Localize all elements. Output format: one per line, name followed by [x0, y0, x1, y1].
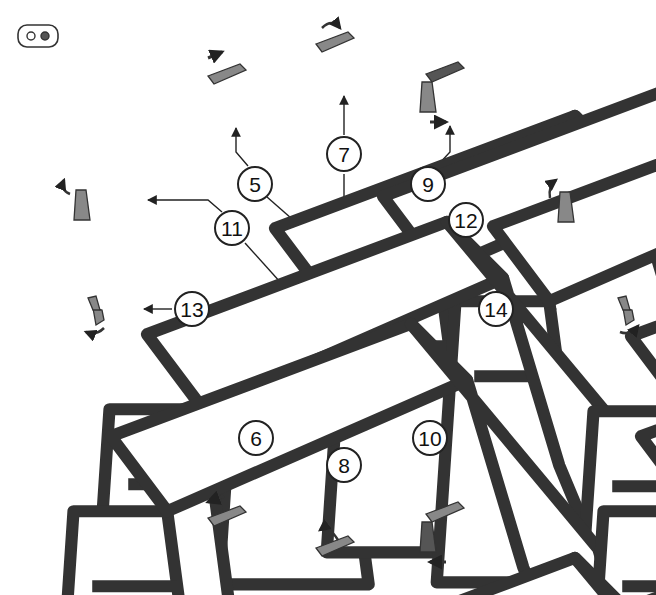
callout-number: 6	[238, 420, 274, 456]
callout-text: 13	[180, 299, 203, 320]
motion-icons	[55, 23, 656, 595]
callout-text: 12	[454, 210, 477, 231]
callout-number: 11	[214, 210, 250, 246]
callout-text: 5	[249, 174, 261, 195]
callout-number: 10	[412, 420, 448, 456]
callout-number: 14	[478, 291, 514, 327]
callout-number: 9	[410, 166, 446, 202]
callout-text: 6	[250, 428, 262, 449]
callout-number: 8	[326, 447, 362, 483]
callout-number: 12	[448, 202, 484, 238]
callout-text: 10	[418, 428, 441, 449]
callout-number: 5	[237, 166, 273, 202]
callout-text: 7	[338, 144, 350, 165]
callout-text: 8	[338, 455, 350, 476]
callout-text: 9	[422, 174, 434, 195]
callout-number: 13	[174, 291, 210, 327]
callout-text: 11	[221, 218, 243, 239]
callout-text: 14	[484, 299, 507, 320]
control-icon	[18, 25, 58, 47]
callout-number: 7	[326, 136, 362, 172]
